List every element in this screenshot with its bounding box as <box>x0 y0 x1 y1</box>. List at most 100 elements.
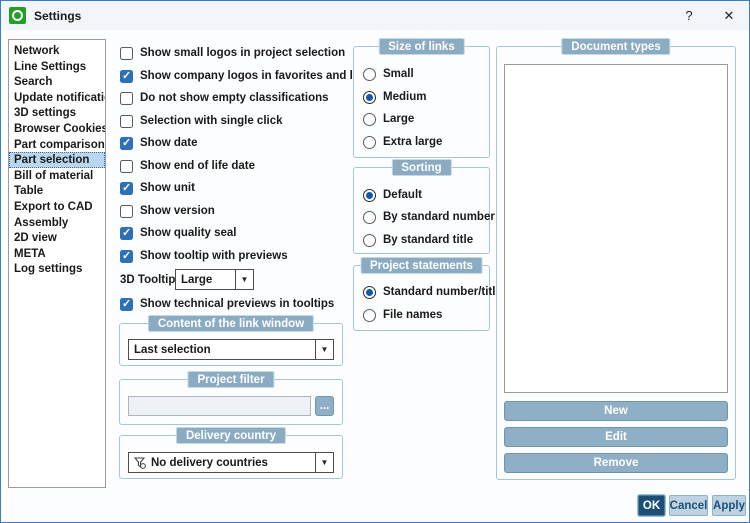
checkbox-box[interactable] <box>120 297 133 311</box>
radio-circle[interactable] <box>363 135 376 149</box>
group-project-statements-title: Project statements <box>360 257 483 274</box>
radio-circle[interactable] <box>363 90 376 104</box>
checkbox-single-click-selection[interactable]: Selection with single click <box>120 113 283 129</box>
sidebar-item-3d-settings[interactable]: 3D settings <box>14 107 76 120</box>
project-filter-browse-button[interactable]: ... <box>315 396 334 416</box>
checkbox-box[interactable] <box>120 226 133 240</box>
ok-button[interactable]: OK <box>638 495 665 516</box>
sidebar-item-update-notification[interactable]: Update notification <box>14 91 105 104</box>
sidebar-item-meta[interactable]: META <box>14 247 46 260</box>
checkbox-box[interactable] <box>120 114 133 128</box>
sidebar-item-search[interactable]: Search <box>14 76 53 89</box>
document-types-list[interactable] <box>504 64 728 393</box>
sidebar-item-export-to-cad[interactable]: Export to CAD <box>14 200 93 213</box>
group-document-types-title: Document types <box>561 38 671 55</box>
chevron-down-icon[interactable]: ▼ <box>235 270 253 289</box>
checkbox-label: Show small logos in project selection <box>140 47 346 59</box>
help-button[interactable]: ? <box>685 8 693 23</box>
checkbox-label: Show end of life date <box>140 160 256 172</box>
checkbox-label: Show quality seal <box>140 227 237 239</box>
radio-sort-standard-title[interactable]: By standard title <box>363 232 473 248</box>
checkbox-label: Selection with single click <box>140 115 283 127</box>
chevron-down-icon[interactable]: ▼ <box>315 340 333 359</box>
group-project-statements: Project statements <box>353 257 490 331</box>
tooltip-3d-row: 3D Tooltip: <box>120 272 179 288</box>
sidebar-item-part-selection[interactable]: Part selection <box>9 152 105 168</box>
checkbox-show-version[interactable]: Show version <box>120 203 215 219</box>
checkbox-label: Do not show empty classifications <box>140 92 329 104</box>
checkbox-label: Show version <box>140 205 215 217</box>
radio-size-extra-large[interactable]: Extra large <box>363 134 442 150</box>
sidebar-item-part-comparison[interactable]: Part comparison <box>14 138 105 151</box>
settings-category-list: Network Line Settings Search Update noti… <box>8 39 106 488</box>
radio-sort-standard-number[interactable]: By standard number <box>363 209 495 225</box>
radio-file-names[interactable]: File names <box>363 307 442 323</box>
group-project-filter: Project filter <box>119 371 343 425</box>
project-filter-input[interactable] <box>128 396 311 416</box>
checkbox-box[interactable] <box>120 159 133 173</box>
radio-circle[interactable] <box>363 308 376 322</box>
tooltip-3d-select[interactable]: Large ▼ <box>175 269 254 290</box>
chevron-down-icon[interactable]: ▼ <box>315 453 333 472</box>
group-sorting-title: Sorting <box>391 159 452 176</box>
radio-size-medium[interactable]: Medium <box>363 89 426 105</box>
checkbox-box[interactable] <box>120 181 133 195</box>
group-size-of-links: Size of links <box>353 38 490 158</box>
checkbox-show-unit[interactable]: Show unit <box>120 180 195 196</box>
checkbox-show-tooltip-previews[interactable]: Show tooltip with previews <box>120 248 288 264</box>
sidebar-item-line-settings[interactable]: Line Settings <box>14 60 87 73</box>
title-bar: Settings ? ✕ <box>1 1 749 30</box>
delivery-country-select[interactable]: No delivery countries ▼ <box>128 452 334 473</box>
checkbox-show-small-logos[interactable]: Show small logos in project selection <box>120 45 345 61</box>
sidebar-item-bill-of-material[interactable]: Bill of material <box>14 169 94 182</box>
radio-circle[interactable] <box>363 67 376 81</box>
group-project-filter-title: Project filter <box>187 371 275 388</box>
tooltip-3d-label: 3D Tooltip: <box>120 274 180 286</box>
checkbox-box[interactable] <box>120 46 133 60</box>
window-title: Settings <box>34 8 82 23</box>
checkbox-show-date[interactable]: Show date <box>120 135 198 151</box>
checkbox-box[interactable] <box>120 69 133 83</box>
sidebar-item-2d-view[interactable]: 2D view <box>14 232 57 245</box>
checkbox-box[interactable] <box>120 249 133 263</box>
sidebar-item-table[interactable]: Table <box>14 185 44 198</box>
checkbox-show-end-of-life-date[interactable]: Show end of life date <box>120 158 255 174</box>
cancel-button[interactable]: Cancel <box>669 495 708 516</box>
radio-size-large[interactable]: Large <box>363 111 414 127</box>
group-delivery-country-title: Delivery country <box>175 427 287 444</box>
sidebar-item-network[interactable]: Network <box>14 45 60 57</box>
radio-circle[interactable] <box>363 188 376 202</box>
sidebar-item-assembly[interactable]: Assembly <box>14 216 69 229</box>
checkbox-show-company-logos[interactable]: Show company logos in favorites and link… <box>120 68 376 84</box>
group-link-window-title: Content of the link window <box>147 315 315 332</box>
radio-standard-number-title[interactable]: Standard number/title <box>363 284 502 300</box>
radio-circle[interactable] <box>363 112 376 126</box>
checkbox-box[interactable] <box>120 136 133 150</box>
radio-circle[interactable] <box>363 285 376 299</box>
radio-circle[interactable] <box>363 233 376 247</box>
checkbox-box[interactable] <box>120 204 133 218</box>
sidebar-item-browser-cookies[interactable]: Browser Cookies <box>14 122 106 135</box>
group-size-of-links-title: Size of links <box>378 38 465 55</box>
checkbox-label: Show unit <box>140 182 195 194</box>
new-button[interactable]: New <box>504 401 728 421</box>
link-window-select[interactable]: Last selection ▼ <box>128 339 334 360</box>
checkbox-label: Show tooltip with previews <box>140 250 288 262</box>
checkbox-show-technical-previews[interactable]: Show technical previews in tooltips <box>120 296 334 312</box>
radio-circle[interactable] <box>363 210 376 224</box>
apply-button[interactable]: Apply <box>712 495 746 516</box>
radio-size-small[interactable]: Small <box>363 66 414 82</box>
sidebar-item-log-settings[interactable]: Log settings <box>14 263 83 276</box>
checkbox-label: Show technical previews in tooltips <box>140 298 335 310</box>
remove-button[interactable]: Remove <box>504 453 728 473</box>
checkbox-show-quality-seal[interactable]: Show quality seal <box>120 225 237 241</box>
radio-sort-default[interactable]: Default <box>363 187 422 203</box>
close-button[interactable]: ✕ <box>723 7 735 23</box>
filter-off-icon <box>134 456 146 469</box>
edit-button[interactable]: Edit <box>504 427 728 447</box>
checkbox-hide-empty-classifications[interactable]: Do not show empty classifications <box>120 90 329 106</box>
checkbox-box[interactable] <box>120 91 133 105</box>
checkbox-label: Show date <box>140 137 198 149</box>
checkbox-label: Show company logos in favorites and link… <box>140 70 376 82</box>
